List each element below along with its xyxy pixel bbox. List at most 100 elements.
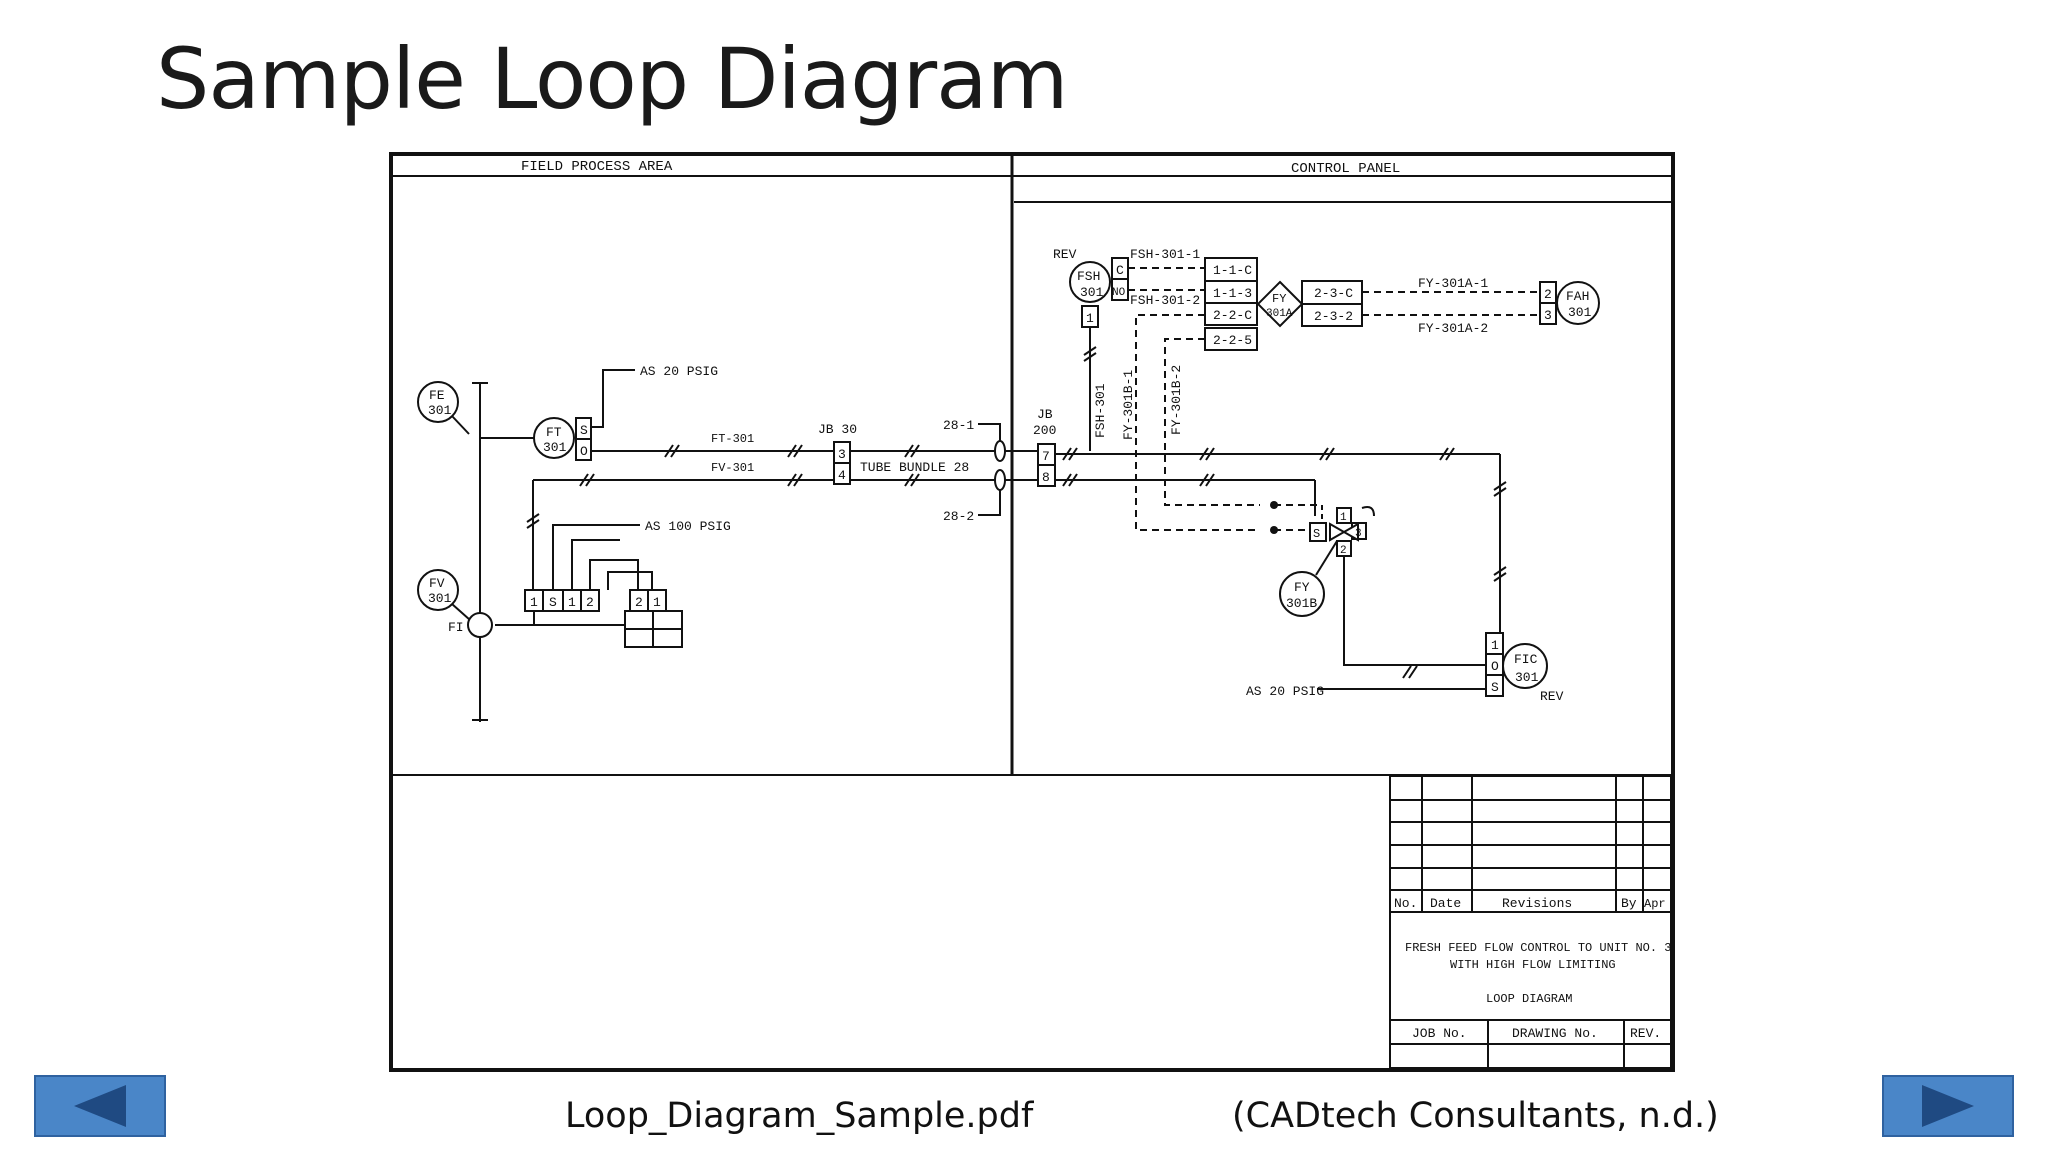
next-slide-button[interactable] — [1882, 1075, 2014, 1137]
solenoid-terminal-2-label: 2 — [1340, 545, 1347, 557]
slide-title: Sample Loop Diagram — [156, 30, 1068, 128]
fv-tag: FV — [429, 576, 445, 591]
ft-terminal-o-label: O — [580, 444, 588, 459]
ft-air-supply-label: AS 20 PSIG — [640, 364, 718, 379]
fsh-301-vertical-label: FSH-301 — [1093, 383, 1108, 438]
ft-number: 301 — [543, 440, 567, 455]
triangle-right-icon — [1922, 1085, 1974, 1127]
jb30-label: JB 30 — [818, 422, 857, 437]
solenoid-vent-arc — [1361, 506, 1375, 517]
solenoid-valve-body — [1329, 522, 1347, 542]
fsh-301-1-label: FSH-301-1 — [1130, 247, 1200, 262]
cable-28-2-label: 28-2 — [943, 509, 974, 524]
fy301b-2-dashed — [1164, 338, 1260, 506]
positioner-tubing-1 — [571, 539, 620, 590]
ft-terminal-o — [575, 438, 592, 461]
fv-leader — [451, 603, 471, 621]
fah-terminal-3-label: 3 — [1544, 308, 1552, 323]
previous-slide-button[interactable] — [34, 1075, 166, 1137]
fy301b-1-label: FY-301B-1 — [1121, 370, 1136, 440]
cable-tag-28-1-leader — [978, 423, 1001, 441]
jb30-terminal-4-label: 4 — [838, 468, 846, 483]
rev-bottom-label: REV — [1540, 689, 1564, 704]
fy301a-1-label: FY-301A-1 — [1418, 276, 1488, 291]
fe-number: 301 — [428, 403, 452, 418]
solenoid-terminal-s — [1309, 522, 1327, 542]
fy301a-2-label: FY-301A-2 — [1418, 321, 1488, 336]
fah-tag: FAH — [1566, 289, 1589, 304]
solenoid-terminal-3-label: 3 — [1355, 528, 1362, 540]
title-block-job-no: JOB No. — [1412, 1026, 1467, 1041]
positioner-terminal-s: S — [549, 595, 557, 610]
positioner-terminal-1b: 1 — [568, 595, 576, 610]
fic-terminal-1-label: 1 — [1491, 638, 1499, 653]
jb200-terminal-7-label: 7 — [1042, 449, 1050, 464]
terminal-1-1-c: 1-1-C — [1213, 263, 1252, 278]
fic-terminal-s-label: S — [1491, 680, 1499, 695]
jb200-terminal-8 — [1037, 464, 1056, 487]
terminal-2-3-2: 2-3-2 — [1314, 309, 1353, 324]
fah-number: 301 — [1568, 305, 1592, 320]
title-block — [1389, 775, 1672, 1069]
fe-tag: FE — [429, 388, 445, 403]
jb200-terminal-8-label: 8 — [1042, 470, 1050, 485]
terminal-2-2-5: 2-2-5 — [1213, 333, 1252, 348]
instrument-fe301 — [417, 381, 459, 423]
title-block-drawing-type: LOOP DIAGRAM — [1486, 992, 1572, 1006]
title-block-description-1: FRESH FEED FLOW CONTROL TO UNIT NO. 3 — [1405, 941, 1671, 955]
title-block-col-date: Date — [1430, 896, 1461, 911]
fsh-terminal-c-label: C — [1116, 263, 1124, 278]
process-line-top-cap — [472, 382, 488, 721]
cable-tag-28-2 — [994, 469, 1006, 491]
fv-number: 301 — [428, 591, 452, 606]
solenoid-to-fic-output — [1343, 556, 1486, 666]
fy301a-tag: FY — [1272, 292, 1286, 306]
solenoid-to-fy301b — [1315, 540, 1338, 576]
title-block-col-apr: Apr — [1644, 897, 1666, 911]
fah-terminal-3 — [1539, 302, 1557, 325]
instrument-ft301 — [533, 417, 575, 459]
instrument-fy301a — [1256, 280, 1304, 328]
solenoid-terminal-1 — [1336, 507, 1352, 524]
fic-terminal-s — [1485, 674, 1504, 697]
positioner-terminal-2: 2 — [586, 595, 594, 610]
fic-air-supply-label: AS 20 PSIG — [1246, 684, 1324, 699]
jb30-terminal-3-label: 3 — [838, 447, 846, 462]
title-block-col-no: No. — [1394, 896, 1417, 911]
solenoid-terminal-1-label: 1 — [1340, 512, 1347, 524]
as100-label: AS 100 PSIG — [645, 519, 731, 534]
fv301-line-label: FV-301 — [711, 461, 754, 475]
control-valve-fi — [467, 612, 493, 638]
solenoid-valve-body-2 — [1341, 522, 1359, 542]
triangle-left-icon — [74, 1085, 126, 1127]
fic-tag: FIC — [1514, 652, 1538, 667]
jb30-terminal-4 — [833, 462, 851, 485]
fy301a-number: 301A — [1266, 308, 1293, 320]
fsh-terminal-1-label: 1 — [1086, 311, 1094, 326]
jb200-number: 200 — [1033, 423, 1056, 438]
fsh-terminal-no-label: NO — [1112, 287, 1126, 299]
fy301b-tag: FY — [1294, 580, 1310, 595]
fy301b-number: 301B — [1286, 596, 1317, 611]
title-block-col-by: By — [1621, 896, 1637, 911]
instrument-fy301b — [1279, 571, 1325, 617]
header-control-panel: CONTROL PANEL — [1291, 161, 1400, 177]
instrument-fv301 — [417, 569, 459, 611]
fic-terminal-o-label: O — [1491, 659, 1499, 674]
instrument-fsh301 — [1069, 261, 1111, 303]
positioner-tubing-3 — [607, 571, 653, 590]
title-block-rev: REV. — [1630, 1026, 1661, 1041]
tube-bundle-label: TUBE BUNDLE 28 — [860, 460, 969, 475]
fsh-tag: FSH — [1077, 269, 1100, 284]
citation-caption: (CADtech Consultants, n.d.) — [1232, 1096, 1719, 1136]
rev-top-label: REV — [1053, 247, 1077, 262]
cable-tag-28-2-leader — [978, 490, 1001, 516]
ft-tag: FT — [546, 425, 562, 440]
source-filename-caption: Loop_Diagram_Sample.pdf — [565, 1096, 1034, 1136]
positioner-tubing-2 — [589, 559, 639, 590]
ft-air-supply-line — [591, 369, 635, 428]
terminal-2-3-c: 2-3-C — [1314, 286, 1353, 301]
panel-terminal-block — [1204, 257, 1258, 351]
title-block-drawing-no: DRAWING No. — [1512, 1026, 1598, 1041]
